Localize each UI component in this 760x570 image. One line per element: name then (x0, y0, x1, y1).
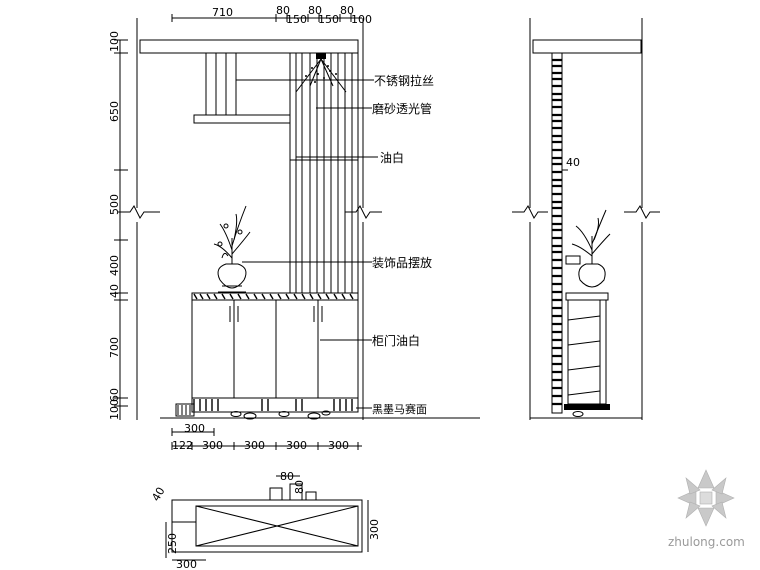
ceiling-beam (139, 39, 359, 54)
plan-dim-250: 250 (166, 533, 179, 554)
dim-left-400: 400 (108, 255, 121, 276)
left-dimension-chain: 100 650 500 400 40 700 60 100 (108, 31, 128, 420)
plan-dim-40: 40 (149, 485, 167, 504)
watermark-logo-icon (677, 469, 735, 527)
front-elevation: 不锈钢拉丝 磨砂透光管 油白 装饰品摆放 柜门油白 黑墨马赛面 710 80 1… (108, 4, 480, 452)
label-stainless-bar: 不锈钢拉丝 (374, 73, 434, 88)
plan-dim-80a: 80 (280, 470, 294, 483)
dim-bottom-122: 122 (172, 439, 193, 452)
shoe-cabinet (175, 292, 359, 420)
dim-top-80b: 80 (308, 4, 322, 17)
label-frosted-glass: 磨砂透光管 (372, 101, 432, 116)
dim-top-80c: 80 (340, 4, 354, 17)
plan-dim-300-bottom: 300 (176, 558, 197, 570)
plan-outline (171, 499, 363, 553)
side-ceiling-beam (532, 39, 642, 54)
dim-left-650: 650 (108, 101, 121, 122)
dim-left-100a: 100 (108, 31, 121, 52)
zhulong-watermark: zhulong.com (668, 469, 745, 549)
watermark-text: zhulong.com (668, 535, 745, 549)
label-cabinet-door: 柜门油白 (372, 333, 420, 348)
top-dimension-chain: 710 80 150 80 150 80 100 (171, 4, 372, 26)
dim-top-80a: 80 (276, 4, 290, 17)
plan-cabinet-top (195, 505, 359, 547)
dim-top-100: 100 (351, 13, 372, 26)
dim-top-150a: 150 (286, 13, 307, 26)
dim-left-700: 700 (108, 337, 121, 358)
side-slat-column (551, 52, 563, 414)
side-cabinet (564, 292, 610, 417)
label-marble-floor: 黑墨马赛面 (372, 402, 427, 416)
wall-cabinet (205, 52, 237, 116)
vase-plant-icon (213, 205, 251, 293)
dim-left-60: 60 (108, 388, 121, 402)
plan-dim-300-right: 300 (368, 519, 381, 540)
bottom-dimension-chain: 300 122 300 300 300 300 (171, 422, 362, 452)
dim-top-150b: 150 (318, 13, 339, 26)
label-white-paint: 油白 (380, 150, 404, 165)
side-vase-plant-icon (565, 209, 611, 288)
plan-view: 80 80 40 250 300 300 (149, 470, 381, 570)
label-decor-display: 装饰品摆放 (372, 255, 432, 270)
dim-left-500: 500 (108, 194, 121, 215)
side-elevation: 40 (512, 18, 660, 420)
wall-shelf (193, 114, 291, 124)
side-dim-40: 40 (566, 156, 580, 169)
dim-left-40: 40 (108, 284, 121, 298)
plan-dim-80b: 80 (293, 480, 306, 494)
dim-left-100b: 100 (108, 399, 121, 420)
dim-bottom-300a: 300 (184, 422, 205, 435)
dim-bottom-300e: 300 (328, 439, 349, 452)
dim-bottom-300d: 300 (286, 439, 307, 452)
downlight-icon (295, 53, 347, 93)
slat-screen (289, 52, 359, 294)
dim-bottom-300c: 300 (244, 439, 265, 452)
dim-bottom-300b: 300 (202, 439, 223, 452)
dim-top-710: 710 (212, 6, 233, 19)
